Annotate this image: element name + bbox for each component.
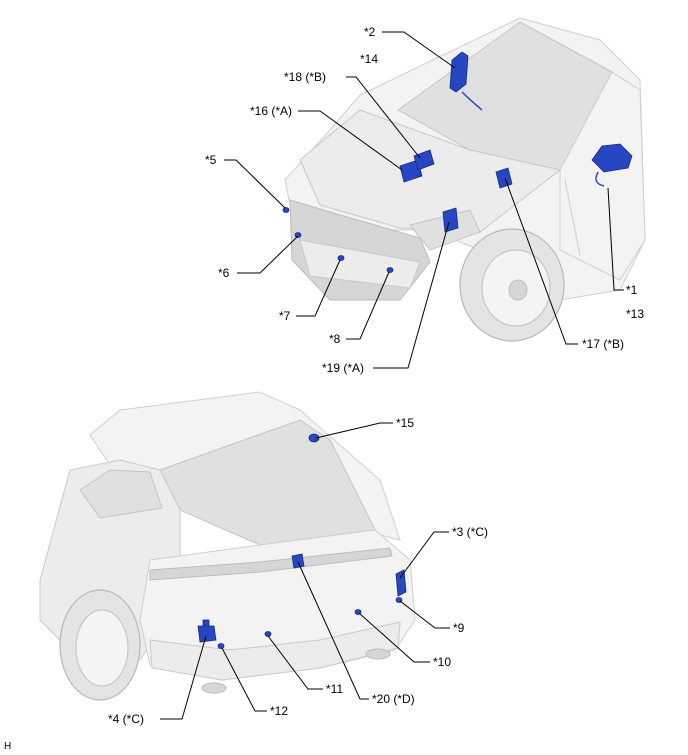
part-2-sensor — [449, 51, 469, 93]
part-3-unit — [395, 569, 407, 597]
part-8-sensor — [386, 267, 394, 273]
front-blue-parts — [282, 51, 633, 273]
callout-4: *4 (*C) — [108, 712, 144, 726]
callout-16: *16 (*A) — [250, 104, 292, 118]
corner-mark: H — [4, 741, 11, 752]
part-12-sensor — [217, 643, 225, 649]
callout-19: *19 (*A) — [322, 361, 364, 375]
rear-vehicle-illustration — [39, 391, 416, 701]
part-4-unit — [197, 625, 217, 643]
callout-3: *3 (*C) — [452, 525, 488, 539]
callout-9: *9 — [453, 621, 465, 635]
callout-6: *6 — [218, 266, 230, 280]
callout-18: *18 (*B) — [284, 70, 326, 84]
part-11-sensor — [264, 631, 272, 637]
callout-10: *10 — [433, 655, 451, 669]
part-18-unit — [413, 149, 435, 171]
callout-12: *12 — [270, 704, 288, 718]
part-7-sensor — [337, 255, 345, 261]
callout-5: *5 — [205, 153, 217, 167]
rear-blue-parts — [197, 433, 407, 649]
part-17-unit — [495, 167, 513, 189]
callout-20: *20 (*D) — [372, 692, 415, 706]
part-15-sensor — [308, 433, 320, 443]
callout-8: *8 — [329, 332, 341, 346]
callout-1: *1 — [626, 283, 638, 297]
part-1-outer-mirror — [591, 143, 633, 173]
callout-labels: *2 *14 *18 (*B) *16 (*A) *5 *6 *7 *8 *19… — [4, 25, 644, 752]
part-20-unit — [291, 553, 305, 569]
part-19-unit — [442, 207, 459, 233]
leader-lines — [160, 31, 624, 720]
callout-17: *17 (*B) — [582, 337, 624, 351]
callout-2: *2 — [364, 25, 376, 39]
callout-7: *7 — [279, 309, 291, 323]
callout-11: *11 — [326, 682, 343, 696]
part-5-sensor — [282, 207, 290, 213]
callout-13: *13 — [626, 307, 644, 321]
part-6-sensor — [294, 232, 302, 238]
callout-14: *14 — [360, 52, 378, 66]
callout-15: *15 — [396, 416, 414, 430]
front-vehicle-illustration — [284, 17, 646, 342]
